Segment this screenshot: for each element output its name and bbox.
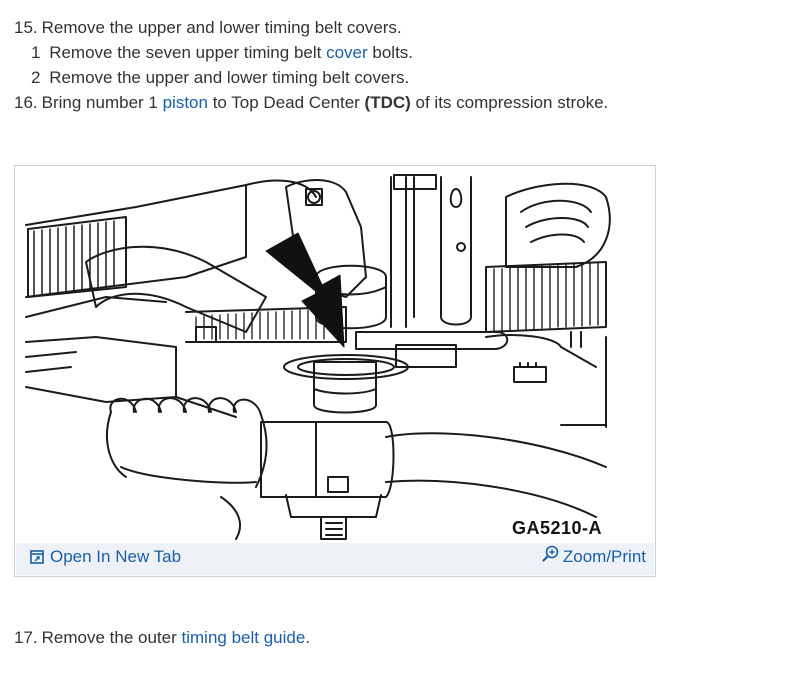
timing-belt-diagram[interactable] <box>16 167 654 543</box>
figure-panel: GA5210-A Open In New Tab Zoom/Print <box>14 165 656 577</box>
step-text: to Top Dead Center <box>207 93 365 112</box>
zoom-print-button[interactable]: Zoom/Print <box>542 545 646 569</box>
step-number: 16. <box>14 93 38 112</box>
open-tab-icon <box>30 550 44 564</box>
step-text: . <box>305 628 311 647</box>
cover-link[interactable]: cover <box>326 43 368 62</box>
zoom-in-icon <box>542 545 559 562</box>
step-number: 1 <box>31 43 41 62</box>
step-text: Remove the upper and lower timing belt c… <box>41 18 402 37</box>
step-15: 15.Remove the upper and lower timing bel… <box>14 17 402 39</box>
step-number: 17. <box>14 628 38 647</box>
zoom-print-label: Zoom/Print <box>562 547 646 566</box>
piston-link[interactable]: piston <box>162 93 208 112</box>
figure-code: GA5210-A <box>512 518 603 538</box>
step-text: Remove the seven upper timing belt <box>49 43 327 62</box>
step-text: Remove the upper and lower timing belt c… <box>49 68 410 87</box>
step-16: 16.Bring number 1 piston to Top Dead Cen… <box>14 92 608 114</box>
step-text: Bring number 1 <box>41 93 163 112</box>
step-number: 15. <box>14 18 38 37</box>
substep-2: 2 Remove the upper and lower timing belt… <box>31 67 409 89</box>
step-text: of its compression stroke. <box>410 93 609 112</box>
substep-1: 1 Remove the seven upper timing belt cov… <box>31 42 413 64</box>
step-17: 17.Remove the outer timing belt guide. <box>14 627 310 649</box>
step-text: Remove the outer <box>41 628 182 647</box>
tdc-bold: (TDC) <box>364 93 411 112</box>
open-in-new-tab-button[interactable]: Open In New Tab <box>30 547 181 567</box>
step-text: bolts. <box>367 43 414 62</box>
timing-belt-guide-link[interactable]: timing belt guide <box>181 628 306 647</box>
step-number: 2 <box>31 68 41 87</box>
figure-toolbar: Open In New Tab Zoom/Print <box>16 543 654 575</box>
open-in-new-tab-label: Open In New Tab <box>50 547 182 566</box>
